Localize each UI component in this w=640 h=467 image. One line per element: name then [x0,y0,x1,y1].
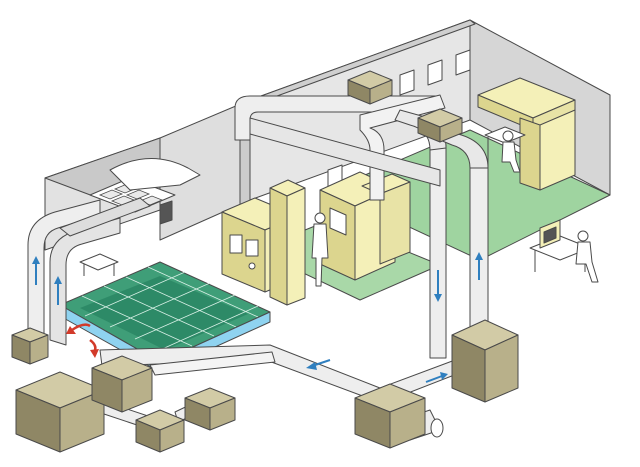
wall-panel-icon [159,200,173,225]
airflow-arrow [32,252,483,383]
supply-air-duct [27,94,489,359]
computer-desk [529,219,599,283]
workstation [477,77,576,191]
ceiling-cutaway [109,158,201,191]
worker-figure [311,212,329,287]
air-handling-unit [11,70,519,453]
workbench [79,253,119,276]
process-equipment [221,171,411,306]
